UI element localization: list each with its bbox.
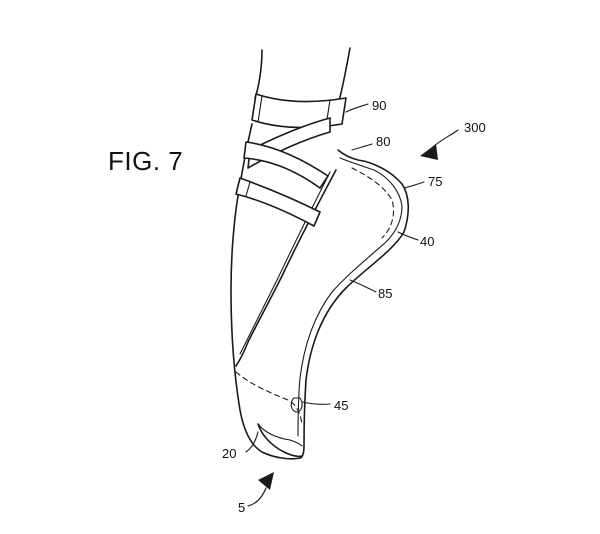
shoe-drawing — [230, 123, 410, 460]
label-40: 40 — [420, 234, 434, 249]
label-75: 75 — [428, 174, 442, 189]
figure-title: FIG. 7 — [108, 146, 183, 176]
lower-strap — [235, 177, 321, 227]
label-80: 80 — [376, 134, 390, 149]
cross-strap-2 — [243, 141, 329, 189]
label-90: 90 — [372, 98, 386, 113]
label-5: 5 — [238, 500, 245, 515]
top-strap — [251, 93, 347, 129]
reference-numerals: 300 90 80 75 40 85 45 20 5 — [222, 98, 486, 515]
straps-drawing — [235, 93, 347, 227]
label-20: 20 — [222, 446, 236, 461]
leg-drawing — [254, 47, 351, 105]
label-85: 85 — [378, 286, 392, 301]
label-300: 300 — [464, 120, 486, 135]
label-45: 45 — [334, 398, 348, 413]
leader-lines — [245, 103, 459, 507]
